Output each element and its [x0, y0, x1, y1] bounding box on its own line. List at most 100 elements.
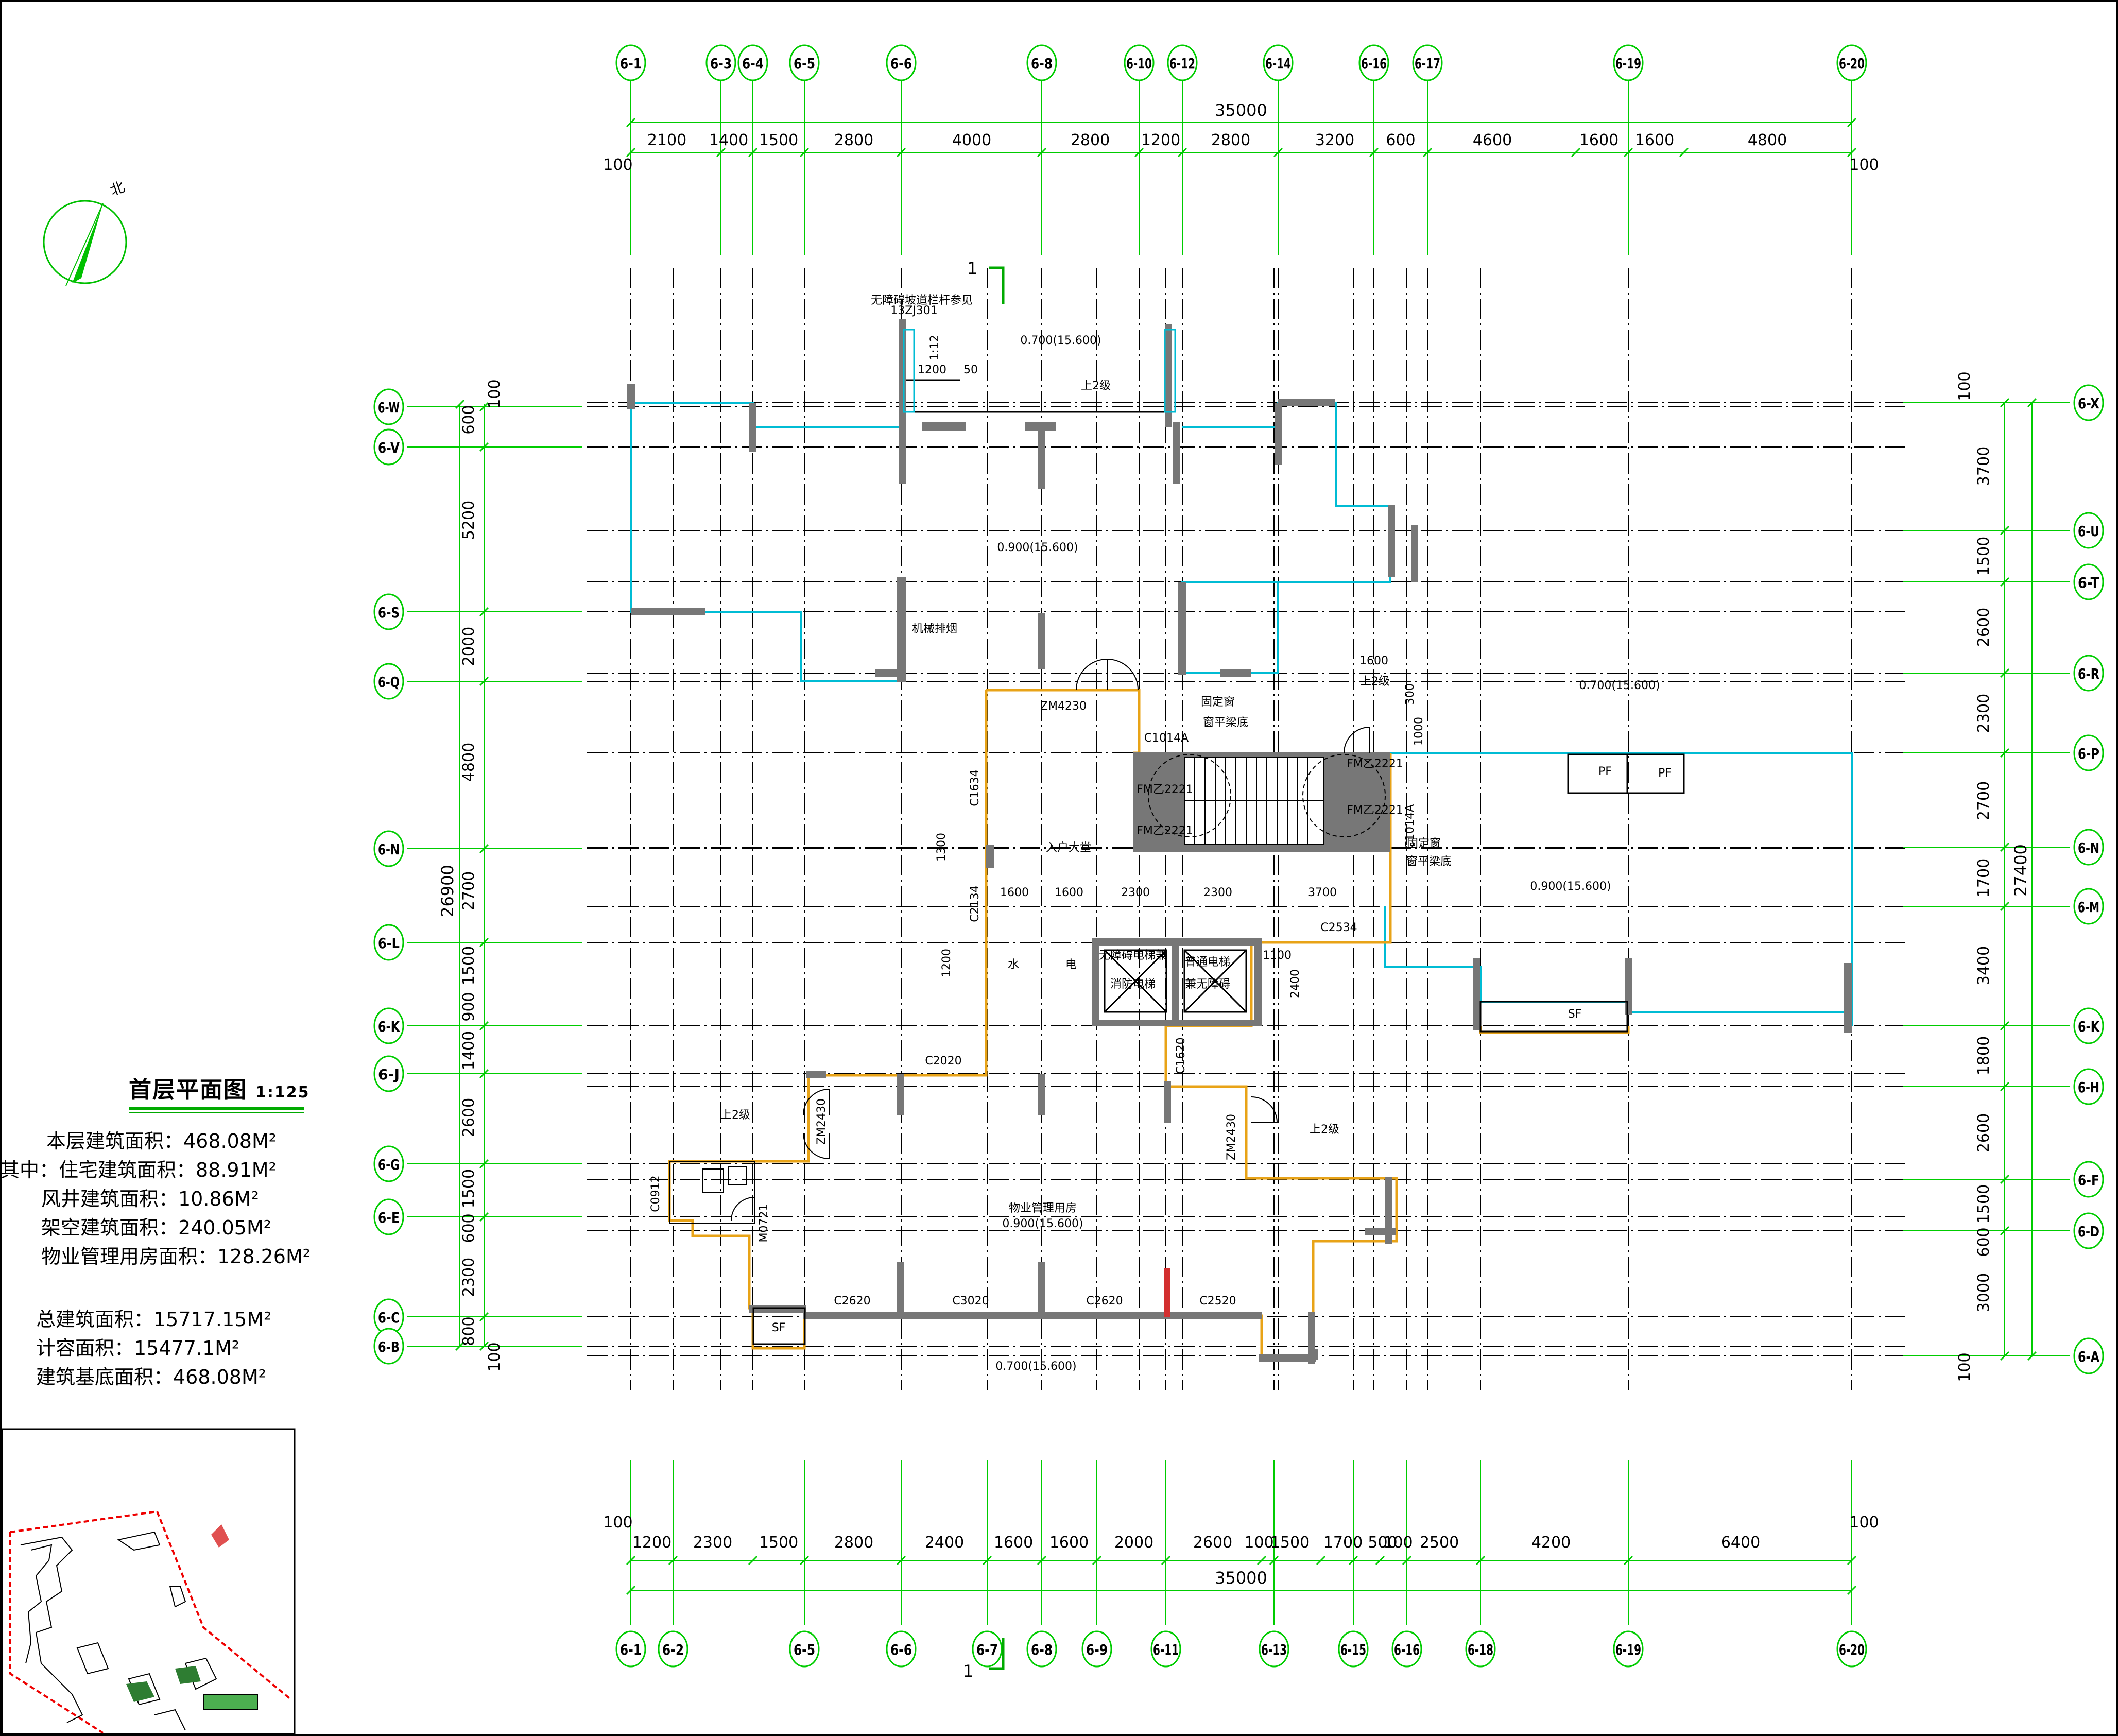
dim-tick — [2000, 1081, 2010, 1092]
annotation-text: SF — [1568, 1008, 1582, 1021]
dim-tick — [2000, 1226, 2010, 1236]
axis-label: 6-G — [378, 1156, 400, 1173]
shafts — [752, 753, 1685, 1345]
axis-label: 6-2 — [662, 1641, 684, 1658]
annotation-text: 上2级 — [1360, 675, 1390, 688]
annotation-text: 无障碍坡道栏杆参见 — [871, 294, 973, 307]
axis-label: 6-X — [2078, 395, 2099, 412]
title-underline — [129, 1107, 304, 1110]
dim-tick — [1623, 147, 1633, 158]
axis-bubble — [886, 1630, 917, 1668]
annotation-text: C2620 — [1086, 1295, 1123, 1308]
dim-tick — [479, 676, 489, 686]
axis-label: 6-K — [2078, 1018, 2100, 1035]
red-column — [1164, 1268, 1170, 1317]
dim-tick — [2000, 901, 2010, 912]
axis-bubble — [373, 924, 404, 961]
annotation-text: FM乙2221 — [1347, 804, 1403, 817]
axis-label: 6-6 — [890, 1641, 912, 1658]
north-arrow-icon — [43, 200, 127, 286]
axis-bubble — [1026, 44, 1057, 81]
annotation-text: 消防电梯 — [1110, 978, 1156, 991]
axis-label: 6-V — [378, 439, 400, 456]
dim-tick — [716, 147, 726, 158]
dim-tick — [1273, 147, 1283, 158]
dim-text-bottom: 2500 — [1420, 1534, 1459, 1552]
axis-bubble — [2073, 734, 2104, 771]
annotation-text: 无障碍电梯兼 — [1099, 949, 1167, 962]
north-label: 北 — [108, 178, 127, 199]
annotation-text: 电 — [1065, 958, 1077, 971]
area-row: 风井建筑面积：10.86M² — [41, 1188, 259, 1210]
axis-bubble — [1836, 1630, 1867, 1668]
annotation-text: 0.900(15.600) — [1530, 880, 1611, 893]
axis-label: 6-19 — [1615, 1641, 1641, 1658]
dim-text-top: 2800 — [1071, 131, 1110, 149]
axis-bubble — [1150, 1630, 1181, 1668]
dim-text-top: 4800 — [1748, 131, 1787, 149]
axis-label: 6-H — [2078, 1079, 2099, 1096]
annotation-text: 1600 — [1359, 655, 1388, 667]
axis-bubble — [615, 1630, 646, 1668]
annotation-text: 水 — [1008, 958, 1019, 971]
vertical-annotation: C1620 — [1175, 1037, 1187, 1074]
dim-tick — [455, 399, 465, 409]
doors — [702, 658, 1370, 1221]
annotation-text: 上2级 — [720, 1109, 750, 1122]
dim-tick — [626, 147, 636, 158]
dim-tick — [1369, 147, 1379, 158]
dim-tick — [479, 1159, 489, 1169]
annotation-text: 2300 — [1121, 886, 1150, 899]
axis-bubble — [373, 663, 404, 700]
dim-text-left: 1500 — [460, 1169, 478, 1208]
axis-label: 6-8 — [1031, 55, 1053, 72]
dim-text-right: 1700 — [1975, 858, 1993, 898]
dim-text-top: 100 — [1849, 156, 1879, 174]
axis-bubble — [2073, 1007, 2104, 1044]
dimension-ticks — [455, 117, 2037, 1595]
dim-tick — [1348, 1555, 1358, 1566]
dim-text-left: 1500 — [460, 946, 478, 985]
dim-text-left: 5200 — [460, 501, 478, 540]
annotation-text: ZM4230 — [1040, 700, 1087, 713]
axis-label: 6-18 — [1468, 1641, 1493, 1658]
axis-label: 6-20 — [1839, 55, 1865, 72]
vertical-annotation: C0912 — [649, 1175, 662, 1212]
dim-tick — [626, 1585, 636, 1595]
annotation-text: 物业管理用房 — [1009, 1202, 1077, 1215]
dim-text-top: 1400 — [709, 131, 748, 149]
axis-label: 6-B — [378, 1338, 400, 1355]
dim-tick — [1256, 1555, 1267, 1566]
dim-text-top: 4000 — [952, 131, 991, 149]
dim-tick — [626, 1555, 636, 1566]
vertical-annotation: C2134 — [969, 885, 981, 922]
dim-text-top: 600 — [1386, 131, 1415, 149]
dim-text-bottom: 4200 — [1531, 1534, 1571, 1552]
annotation-text: PF — [1658, 767, 1672, 780]
dim-tick — [1161, 1555, 1171, 1566]
dim-text-top: 1200 — [1141, 131, 1180, 149]
axis-label: 6-12 — [1169, 55, 1195, 72]
axis-label: 6-5 — [794, 1641, 815, 1658]
dim-text-bottom: 100 — [603, 1514, 632, 1532]
annotation-text: C1014A — [1144, 732, 1189, 745]
dim-tick — [2000, 748, 2010, 758]
axis-bubble — [1613, 44, 1644, 81]
dim-text-bottom: 2600 — [1193, 1534, 1232, 1552]
axis-label: 6-E — [378, 1209, 400, 1226]
axis-bubble — [373, 1145, 404, 1182]
axis-bubble — [1167, 44, 1198, 81]
axis-bubble — [1358, 44, 1389, 81]
dim-tick — [1037, 147, 1047, 158]
dim-text-right: 100 — [1956, 1352, 1974, 1382]
vertical-annotation: 1300 — [935, 833, 948, 862]
dim-text-left: 100 — [486, 379, 504, 408]
dim-tick — [2000, 1021, 2010, 1031]
axis-bubble — [2073, 829, 2104, 866]
axis-bubble — [2073, 888, 2104, 925]
axis-bubble — [1613, 1630, 1644, 1668]
dim-text-left: 2700 — [460, 871, 478, 910]
